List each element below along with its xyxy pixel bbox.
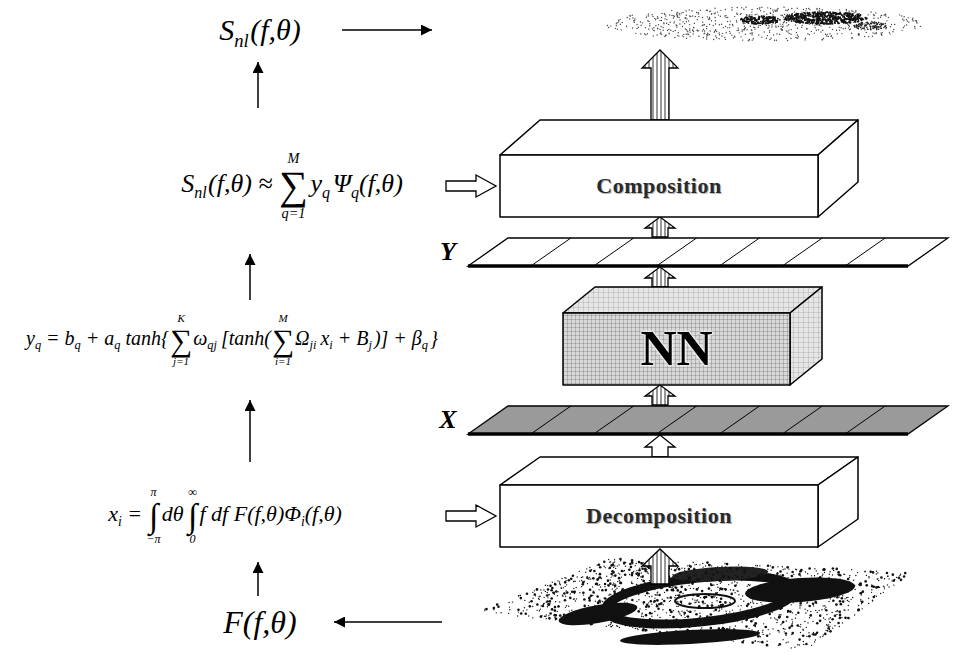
formula-term: y — [26, 328, 35, 348]
upper-limit: M — [288, 151, 300, 166]
node-label: Y — [440, 237, 456, 267]
upper-limit: M — [278, 313, 287, 325]
flow-arrow — [645, 385, 675, 405]
flow-arrow — [250, 30, 442, 622]
formula-term: )] + β — [374, 328, 422, 348]
lower-limit: −π — [146, 533, 160, 546]
formula-term: tanh{ — [125, 328, 169, 348]
lower-limit: j=1 — [173, 356, 189, 368]
flow-arrow — [645, 435, 675, 457]
upper-limit: ∞ — [188, 486, 197, 499]
subscript: q — [322, 185, 330, 201]
subscript: j — [368, 339, 371, 351]
operator-symbol: ∑ — [170, 325, 192, 356]
operator-group: K∑j=1 — [170, 313, 192, 367]
subscript: i — [118, 515, 122, 529]
formula-term: = — [127, 503, 142, 525]
subscript: qj — [207, 339, 217, 351]
formula-term: S — [181, 171, 194, 197]
subscript: nl — [234, 32, 248, 51]
operator-symbol: ∑ — [279, 166, 308, 206]
operator-symbol: ∑ — [272, 325, 294, 356]
subscript: q — [75, 339, 81, 351]
lower-limit: q=1 — [282, 206, 306, 221]
subscript: nl — [194, 185, 207, 201]
formula-term: dθ — [162, 503, 184, 525]
formula-term: f df F(f,θ)Φ — [200, 503, 301, 525]
formula-term: = b — [46, 328, 75, 348]
formula-term: (f,θ) — [250, 15, 301, 45]
formula-term: x — [108, 503, 118, 525]
lower-limit: 0 — [190, 533, 196, 546]
operator-group: M∑i=1 — [272, 313, 294, 367]
lower-limit: i=1 — [275, 356, 291, 368]
process-box: NN — [563, 287, 822, 385]
formula-term: (f,θ) — [305, 503, 342, 525]
formula-term: + B — [338, 328, 369, 348]
formula-term: ω — [193, 328, 207, 348]
data-plane: Y — [428, 237, 950, 267]
formula-term: (f,θ) ≈ — [208, 171, 273, 197]
formula-term: Ω — [295, 328, 309, 348]
formula-term: Ψ — [333, 171, 351, 197]
spectrum-input-image — [484, 558, 906, 649]
formula-term: F(f,θ) — [223, 606, 296, 638]
operator-symbol: ∫ — [149, 499, 158, 533]
box-outline — [500, 457, 858, 547]
subscript: ji — [310, 339, 317, 351]
formula: F(f,θ) — [223, 606, 296, 638]
operator-group: M∑q=1 — [279, 151, 308, 221]
node-label: Decomposition — [586, 503, 732, 528]
process-box: Decomposition — [500, 457, 858, 547]
subscript: q — [35, 339, 41, 351]
formula-term: S — [219, 15, 234, 45]
operator-group: ∞∫0 — [188, 486, 197, 545]
formula: Snl(f,θ) — [219, 15, 301, 45]
subscript: i — [301, 515, 305, 529]
node-label: X — [439, 405, 456, 435]
process-box: Composition — [500, 120, 858, 217]
formula: Snl(f,θ) ≈M∑q=1yqΨq(f,θ) — [181, 151, 403, 221]
formula: yq= bq+ aqtanh{K∑j=1ωqj[tanh(M∑i=1Ωjixi+… — [26, 313, 438, 367]
data-plane: X — [428, 405, 950, 435]
node-label: Composition — [596, 173, 721, 198]
formula-term: y — [310, 171, 322, 197]
operator-symbol: ∫ — [188, 499, 197, 533]
upper-limit: π — [151, 486, 157, 499]
subscript: q — [351, 185, 359, 201]
formula: xi=π∫−πdθ∞∫0f df F(f,θ)Φi(f,θ) — [108, 486, 342, 545]
formula-term: [tanh( — [221, 328, 271, 348]
formula-term: x — [320, 328, 329, 348]
formula-term: } — [430, 328, 438, 348]
formula-term: + a — [86, 328, 115, 348]
plane-outline — [428, 237, 950, 267]
subscript: i — [329, 339, 332, 351]
subscript: q — [422, 339, 428, 351]
subscript: q — [114, 339, 120, 351]
plane-outline — [428, 405, 950, 435]
upper-limit: K — [177, 313, 184, 325]
box-outline — [500, 120, 858, 217]
formula-term: (f,θ) — [359, 171, 403, 197]
spectrum-output-image — [607, 7, 921, 42]
operator-group: π∫−π — [146, 486, 160, 545]
flow-arrow — [645, 217, 675, 237]
node-label: NN — [640, 320, 712, 378]
flow-arrow — [645, 267, 675, 287]
